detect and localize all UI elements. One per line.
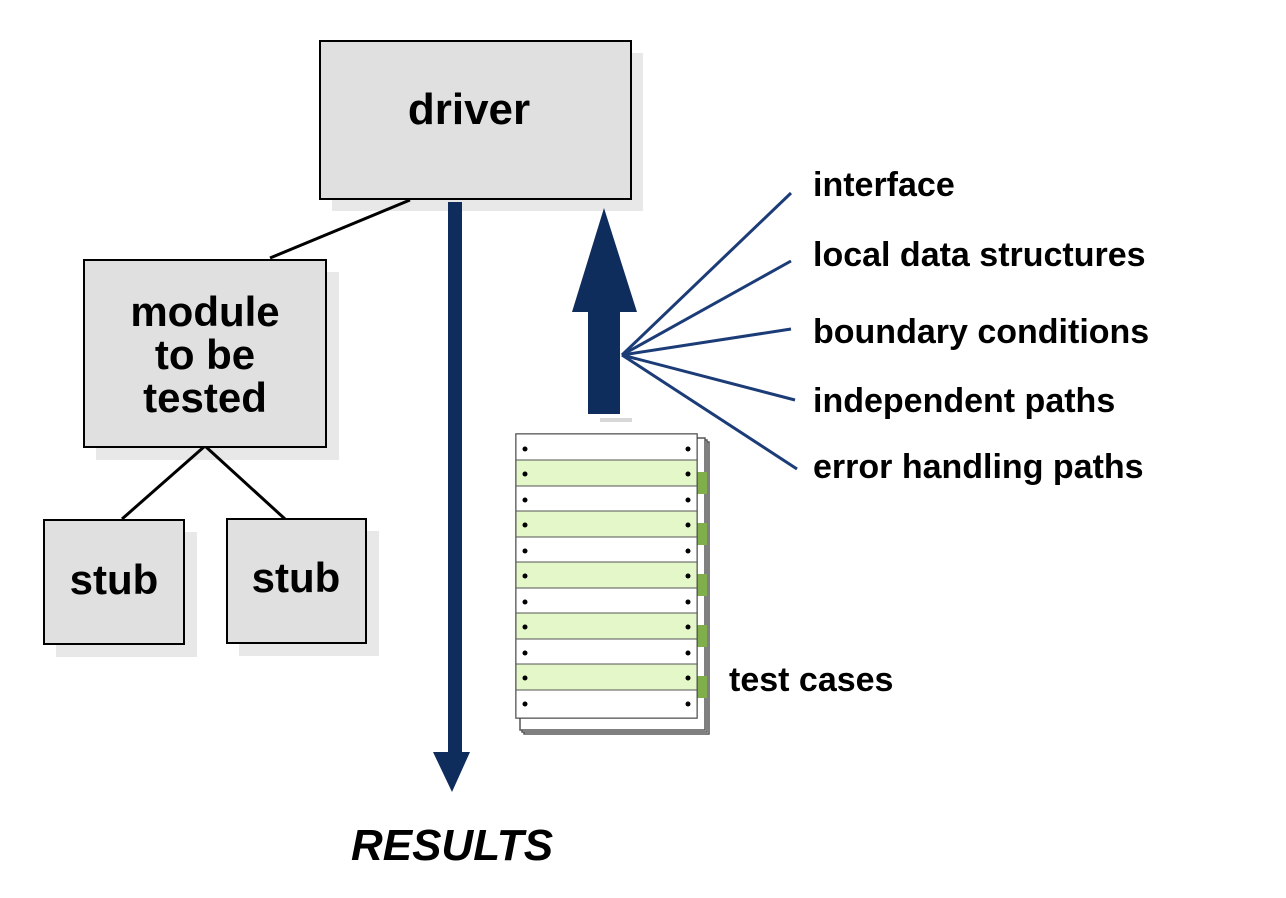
fan-line-interface xyxy=(620,191,793,357)
sheet-row xyxy=(515,638,698,665)
fan-line-local-data-structures xyxy=(621,259,792,357)
fan-line-error-handling-paths xyxy=(621,353,798,471)
test-cases-stack xyxy=(515,433,710,735)
aspect-label-local-data-structures: local data structures xyxy=(813,236,1146,274)
sheet-row xyxy=(515,536,698,563)
sheet-row xyxy=(515,587,698,614)
sheet-rows xyxy=(515,433,698,719)
sheet-row xyxy=(515,510,698,538)
test-input-arrow xyxy=(572,208,637,422)
stub-box-right: stub xyxy=(226,518,367,644)
test-cases-label: test cases xyxy=(729,661,893,699)
module-label-line-2: to be xyxy=(155,331,255,378)
driver-box: driver xyxy=(319,40,632,200)
aspect-label-error-handling-paths: error handling paths xyxy=(813,448,1144,486)
module-stub-right-connector xyxy=(203,444,287,521)
stub-left-label: stub xyxy=(70,556,159,603)
sheet-row xyxy=(515,689,698,719)
fan-line-boundary-conditions xyxy=(621,327,792,357)
module-label-line-3: tested xyxy=(143,374,267,421)
driver-label: driver xyxy=(408,85,530,134)
fan-line-independent-paths xyxy=(621,353,796,402)
aspect-label-independent-paths: independent paths xyxy=(813,382,1115,420)
sheet-row xyxy=(515,612,698,640)
stub-right-label: stub xyxy=(252,554,341,601)
sheet-row xyxy=(515,485,698,512)
driver-module-connector xyxy=(269,198,411,260)
sprocket-holes xyxy=(522,446,691,707)
module-box: module to be tested xyxy=(83,259,327,448)
aspect-fan-lines xyxy=(620,191,798,471)
module-stub-left-connector xyxy=(121,444,206,521)
module-label-line-1: module xyxy=(130,288,279,335)
stub-box-left: stub xyxy=(43,519,185,645)
sheet-row xyxy=(515,561,698,589)
results-arrow xyxy=(433,202,470,792)
results-label: RESULTS xyxy=(351,821,553,870)
aspect-label-boundary-conditions: boundary conditions xyxy=(813,313,1149,351)
sheet-row xyxy=(515,459,698,487)
aspect-label-interface: interface xyxy=(813,166,955,204)
sheet-row xyxy=(515,433,698,461)
sheet-row xyxy=(515,663,698,691)
green-edge-tabs xyxy=(697,472,707,698)
